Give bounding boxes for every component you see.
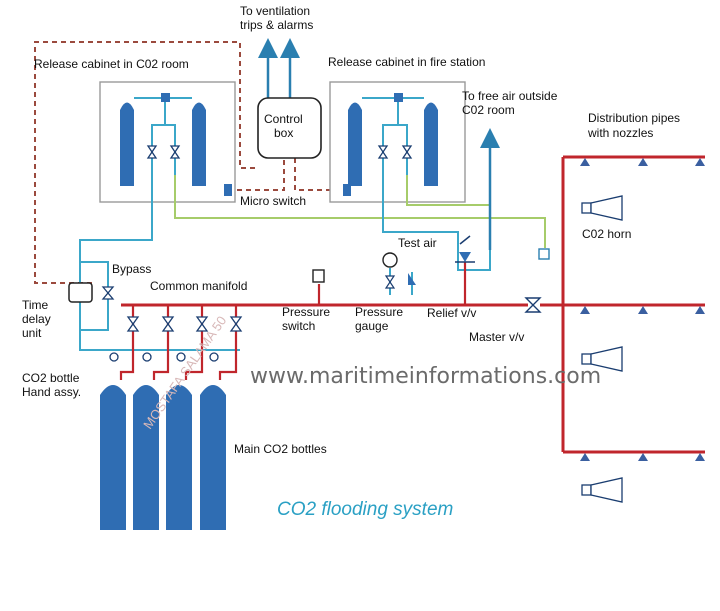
label-pressure-switch-1: Pressure [282,305,330,319]
nozzle [695,306,705,314]
label-pressure-switch-2: switch [282,319,315,333]
label-common-manifold: Common manifold [150,279,247,293]
main-bottle-3 [166,385,192,530]
label-control-box-2: box [274,126,293,140]
pilot-bottle-2 [192,102,206,186]
label-main-bottles: Main CO2 bottles [234,442,327,456]
label-pressure-gauge-2: gauge [355,319,389,333]
label-co2-horn: C02 horn [582,227,631,241]
label-pressure-gauge-1: Pressure [355,305,403,319]
manifold-valves [126,316,243,332]
relief-valve [455,235,475,263]
label-bottle-hand-1: CO2 bottle [22,371,80,385]
pilot-bottle-4 [424,102,438,186]
label-micro-switch: Micro switch [240,194,306,208]
test-air-valve [408,273,416,285]
nozzle [580,306,590,314]
control-box [257,97,322,159]
label-time-delay-3: unit [22,326,42,340]
pilot-valve-3 [377,145,389,159]
nozzle [638,453,648,461]
pilot-valve-2 [169,145,181,159]
label-ventilation-1: To ventilation [240,4,310,18]
label-time-delay-1: Time [22,298,49,312]
pilot-bottle-1 [120,102,134,186]
label-release-fire-station: Release cabinet in fire station [328,55,485,69]
main-bottle-1 [100,385,126,530]
ventilation-arrows [258,38,300,98]
label-bypass: Bypass [112,262,151,276]
label-distribution-2: with nozzles [587,126,653,140]
watermark: www.maritimeinformations.com [250,364,601,389]
pilot-header-block [161,93,170,102]
pilot-header-block-2 [394,93,403,102]
main-bottle-2 [133,385,159,530]
nozzles [580,158,705,461]
master-valve [524,297,542,313]
manifold-valve-4 [229,316,243,332]
label-ventilation-2: trips & alarms [240,18,313,32]
manifold-valve-2 [161,316,175,332]
main-discharge-pipes [121,155,705,454]
diagram-title: CO2 flooding system [277,499,453,520]
time-delay-unit [68,282,93,303]
bypass-valve [101,286,115,300]
main-bottle-4 [200,385,226,530]
nozzle [695,158,705,166]
pressure-switch [312,269,325,283]
manifold-valve-3 [195,316,209,332]
pilot-line-green [174,175,546,248]
co2-horn-2 [581,346,623,372]
co2-horn-1 [581,195,623,221]
label-release-co2-room: Release cabinet in C02 room [34,57,189,71]
label-relief-vv: Relief v/v [427,306,476,320]
pilot-assembly-right [348,93,438,186]
pilot-assembly-left [120,93,206,186]
label-bottle-hand-2: Hand assy. [22,385,81,399]
bottle-branch-pipes [119,262,467,380]
bottle-check-valves [109,352,219,362]
micro-switch-left [224,184,232,196]
manifold-valve-1 [126,316,140,332]
label-free-air-2: C02 room [462,103,515,117]
nozzle [638,306,648,314]
pilot-bottle-3 [348,102,362,186]
label-time-delay-2: delay [22,312,51,326]
label-control-box-1: Control [264,112,303,126]
nozzle [580,453,590,461]
main-co2-bottles [100,385,226,530]
label-test-air: Test air [398,236,437,250]
micro-switch-right [343,184,351,196]
nozzle [638,158,648,166]
nozzle [695,453,705,461]
co2-horn-3 [581,477,623,503]
pressure-gauge [382,252,398,268]
nozzle [580,158,590,166]
master-valve-actuator [538,248,550,260]
pilot-valve-4 [401,145,413,159]
label-distribution-1: Distribution pipes [588,111,680,125]
co2-horns [581,195,623,503]
label-master-vv: Master v/v [469,330,524,344]
label-free-air-1: To free air outside [462,89,558,103]
pilot-valve-1 [146,145,158,159]
gauge-valve [384,275,396,289]
